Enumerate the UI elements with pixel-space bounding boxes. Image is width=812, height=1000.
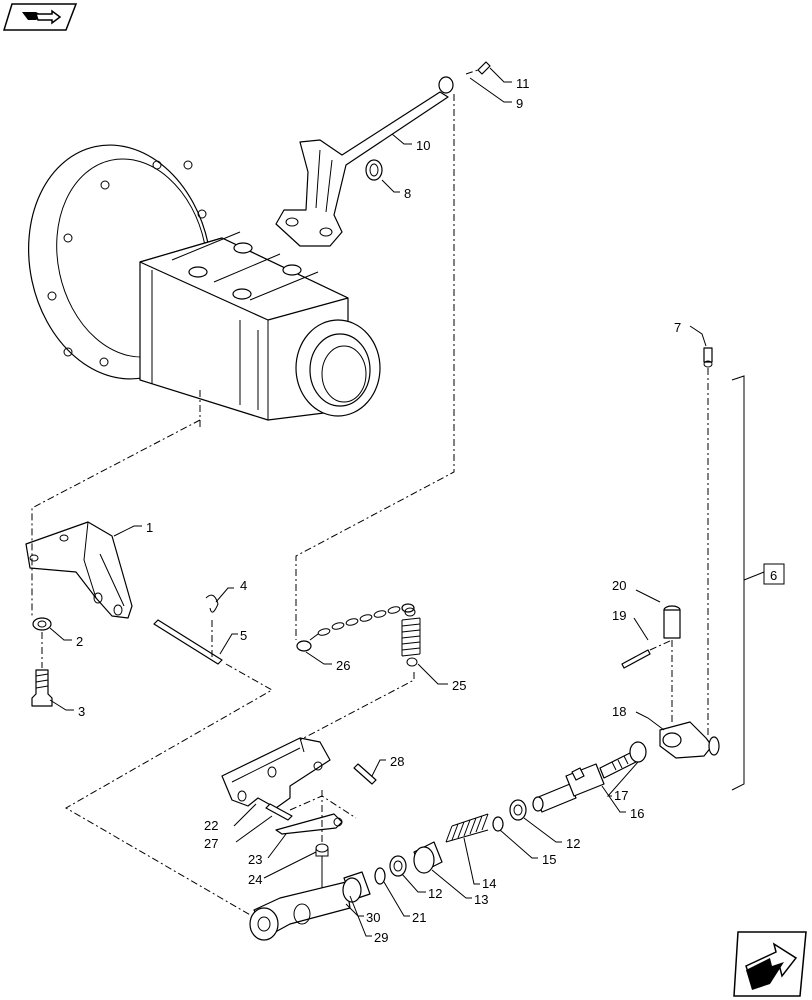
- cotter-pin-19: [621, 649, 651, 669]
- callout-7: 7: [674, 320, 681, 335]
- callout-12b: 12: [566, 836, 580, 851]
- pin-28: [353, 763, 377, 785]
- callout-13: 13: [474, 892, 488, 907]
- callout-25: 25: [452, 678, 466, 693]
- chain-26: [296, 603, 415, 652]
- rod-16: [532, 751, 637, 813]
- latch-23: [275, 813, 343, 835]
- callout-11: 11: [516, 76, 530, 91]
- spring-25: [401, 607, 421, 667]
- ring-15: [492, 816, 504, 832]
- washer-8: [365, 159, 383, 181]
- washer-12a: [389, 855, 407, 877]
- callout-23: 23: [248, 852, 262, 867]
- grease-fitting-7: [703, 347, 713, 368]
- callout-12a: 12: [428, 886, 442, 901]
- callout-6: 6: [770, 568, 777, 583]
- callout-28: 28: [390, 754, 404, 769]
- washer-12b: [509, 799, 527, 821]
- assembly-lines: [31, 69, 709, 917]
- cylinder-29: [249, 881, 351, 941]
- callout-21: 21: [412, 910, 426, 925]
- callout-14: 14: [482, 876, 496, 891]
- lever-22: [221, 737, 331, 809]
- callout-8: 8: [404, 186, 411, 201]
- ring-21: [374, 867, 386, 885]
- callout-2: 2: [76, 634, 83, 649]
- clip-4: [205, 594, 219, 613]
- clevis-18: [659, 721, 720, 759]
- top-left-arrow-icon[interactable]: [2, 3, 78, 31]
- callout-27: 27: [204, 836, 218, 851]
- bolt-3: [31, 669, 53, 707]
- callout-10: 10: [416, 138, 430, 153]
- callout-19: 19: [612, 608, 626, 623]
- callout-16: 16: [630, 806, 644, 821]
- callout-9: 9: [516, 96, 523, 111]
- callout-22: 22: [204, 818, 218, 833]
- pin-27: [265, 803, 293, 821]
- callout-30: 30: [366, 910, 380, 925]
- spring-14: [445, 813, 489, 843]
- callout-1: 1: [146, 520, 153, 535]
- group-bracket: [731, 375, 785, 791]
- rod-bracket-10: [275, 76, 454, 247]
- callouts: 11 9 10 8 7 1 6 4 20 19 5 2 26 25 3 18 2…: [76, 76, 777, 945]
- callout-26: 26: [336, 658, 350, 673]
- callout-18: 18: [612, 704, 626, 719]
- pin-11: [477, 61, 491, 75]
- pin-5: [153, 619, 223, 665]
- sleeve-30: [342, 871, 371, 903]
- bottom-right-arrow-icon[interactable]: [733, 931, 807, 997]
- bracket-1: [25, 521, 133, 619]
- transmission-housing: [28, 144, 381, 430]
- callout-29: 29: [374, 930, 388, 945]
- pin-20: [663, 605, 681, 639]
- callout-15: 15: [542, 852, 556, 867]
- callout-20: 20: [612, 578, 626, 593]
- leader-lines: [49, 67, 707, 937]
- callout-5: 5: [240, 628, 247, 643]
- nut-2: [32, 617, 52, 631]
- callout-24: 24: [248, 872, 262, 887]
- callout-4: 4: [240, 578, 247, 593]
- callout-17: 17: [614, 788, 628, 803]
- callout-3: 3: [78, 704, 85, 719]
- bushing-13: [413, 841, 443, 874]
